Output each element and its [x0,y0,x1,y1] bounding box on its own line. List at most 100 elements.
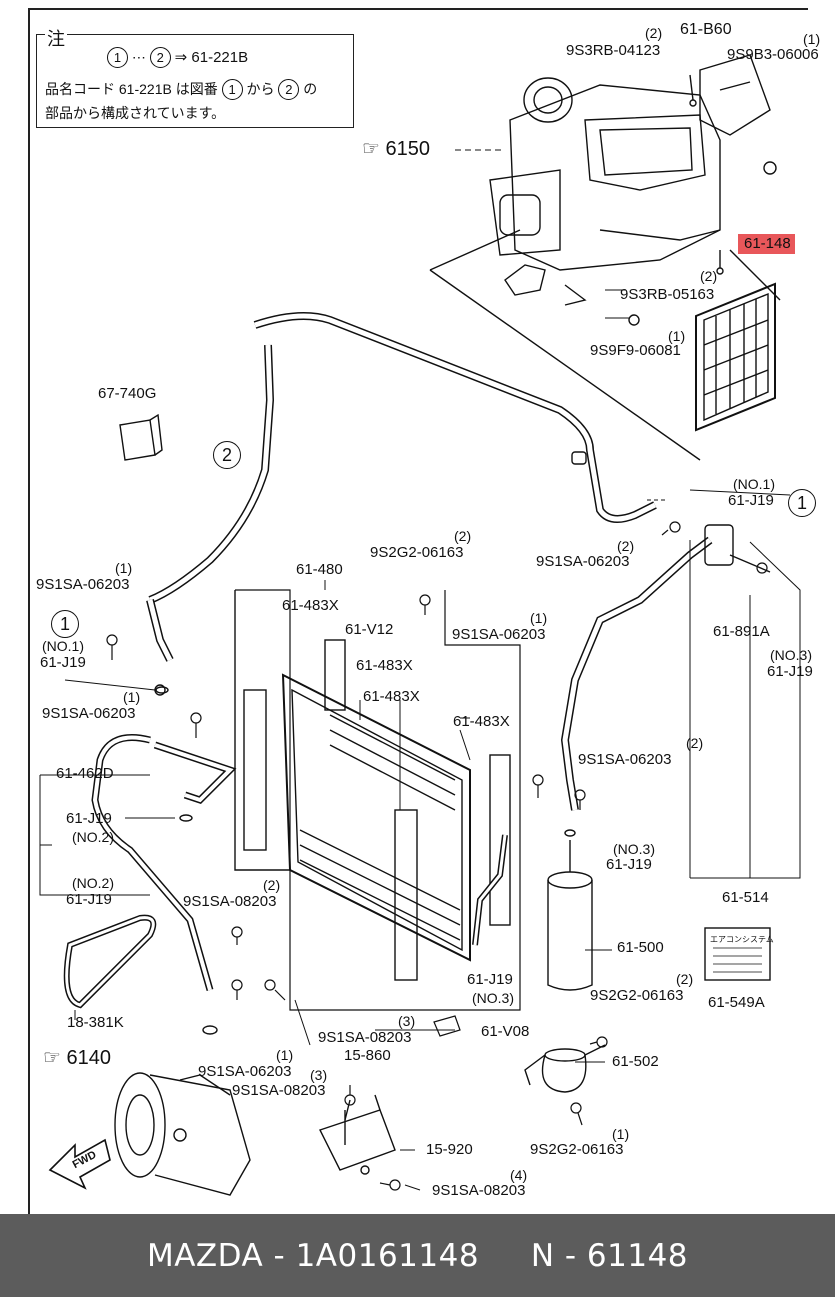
callout-1-left: 1 [51,610,79,638]
note-line2: 品名コード 61-221B は図番 1 から 2 の [45,79,317,100]
qty-9s3rb-05163: (2) [700,268,718,284]
clamp-drawing [524,1044,606,1093]
heater-unit-drawing [429,54,781,461]
label-9s1sa-06203-left: 9S1SA-06203 [36,576,130,593]
note-no3-a: (NO.3) [770,647,812,663]
qty-9s2g2-06163-b: (2) [676,971,694,987]
compressor-drawing [114,1072,251,1196]
callout-1-right: 1 [788,489,816,517]
qty-9s2g2-06163-c: (1) [612,1126,630,1142]
qty-9s1sa-06203-rr: (2) [686,735,704,751]
label-61-j19-a: 61-J19 [728,492,774,509]
label-9s1sa-08203-b: 9S1SA-08203 [318,1029,412,1046]
leader-lines [39,149,801,1191]
qty-9s1sa-06203-lower-left: (1) [123,689,141,705]
label-61-j19-f: 61-J19 [66,891,112,908]
callout-2-upper-pipe: 2 [213,441,241,469]
label-61-j19-g: 61-J19 [467,971,513,988]
label-61-483x-c: 61-483X [363,688,420,705]
label-9s1sa-06203-mid: 9S1SA-06203 [452,626,546,643]
label-61-891a: 61-891A [713,623,770,640]
bolts [106,521,768,1191]
label-61-483x-d: 61-483X [453,713,510,730]
label-61-500: 61-500 [617,939,664,956]
label-61-j19-b: 61-J19 [40,654,86,671]
note-box: 注 1 ⋯ 2 ⇒ 61-221B 品名コード 61-221B は図番 1 から… [36,25,354,128]
qty-9s1sa-08203-a: (2) [263,877,281,893]
note-line2-circle-2: 2 [278,79,300,100]
note-line2-circle-1: 1 [221,79,243,100]
note-line2-b: から [246,81,275,97]
right-pipe-drawing [472,524,771,946]
label-61-148-highlighted[interactable]: 61-148 [738,234,795,254]
label-9s9b3-06006: 9S9B3-06006 [727,46,819,63]
note-no1-b: (NO.1) [42,638,84,654]
qty-9s9f9-06081: (1) [668,328,686,344]
left-hose-drawing [91,686,237,1035]
qty-9s1sa-08203-d: (4) [510,1167,528,1183]
aircon-label-drawing [704,927,771,981]
label-61-502: 61-502 [612,1053,659,1070]
label-9s3rb-04123: 9S3RB-04123 [566,42,661,59]
bracket-drawing [319,1094,396,1175]
diagram-lineart [39,54,801,1196]
label-61-480: 61-480 [296,561,343,578]
condenser-drawing [234,589,521,1011]
label-9s2g2-06163-a: 9S2G2-06163 [370,544,464,561]
diagram-frame [28,8,808,1216]
label-61-j19-e: 61-J19 [606,856,652,873]
note-dots: ⋯ [131,49,146,65]
note-no3-b: (NO.3) [613,841,655,857]
ref-6150: ☞ 6150 [362,138,431,160]
receiver-drier-drawing [547,829,593,991]
qty-9s9b3-06006: (1) [803,31,821,47]
label-61-549a: 61-549A [708,994,765,1011]
label-9s1sa-06203-rr: 9S1SA-06203 [578,751,672,768]
qty-9s1sa-06203-left: (1) [115,560,133,576]
label-9s1sa-08203-c: 9S1SA-08203 [232,1082,326,1099]
label-9s1sa-06203-lower-left: 9S1SA-06203 [42,705,136,722]
footer-part-number-bar: MAZDA - 1A0161148 N - 61148 [0,1214,835,1297]
label-9s9f9-06081: 9S9F9-06081 [590,342,681,359]
note-arrow-ref: ⇒ 61-221B [174,49,249,66]
qty-9s1sa-06203-right: (2) [617,538,635,554]
qty-9s1sa-06203-mid: (1) [530,610,548,626]
hand-pointer-icon-2: ☞ [43,1047,61,1069]
label-15-920: 15-920 [426,1141,473,1158]
note-line1: 1 ⋯ 2 ⇒ 61-221B [107,47,248,68]
qty-9s1sa-08203-c: (3) [310,1067,328,1083]
label-67-740g: 67-740G [98,385,157,402]
note-line3: 部品から構成されています。 [45,105,226,121]
label-61-v08: 61-V08 [481,1023,530,1040]
note-line2-c: の [303,81,318,97]
ref-6150-text: 6150 [385,138,431,160]
qty-9s1sa-08203-b: (3) [398,1013,416,1029]
label-9s3rb-05163: 9S3RB-05163 [620,286,715,303]
label-61-v12: 61-V12 [345,621,394,638]
ref-6140: ☞ 6140 [43,1047,111,1069]
cabin-filter-drawing [695,282,776,432]
label-61-483x-b: 61-483X [356,657,413,674]
label-9s1sa-06203-right: 9S1SA-06203 [536,553,630,570]
note-no3-c: (NO.3) [472,990,514,1006]
note-no1-a: (NO.1) [733,476,775,492]
label-aircon-system: エアコンシステム [710,935,774,944]
label-9s2g2-06163-c: 9S2G2-06163 [530,1141,624,1158]
relay-drawing [119,413,163,461]
label-9s1sa-08203-d: 9S1SA-08203 [432,1182,526,1199]
label-61-j19-c: 61-J19 [767,663,813,680]
label-9s1sa-06203-bottom: 9S1SA-06203 [198,1063,292,1080]
label-61-514: 61-514 [722,889,769,906]
qty-9s2g2-06163-a: (2) [454,528,472,544]
note-title: 注 [45,25,67,51]
fwd-arrow-drawing [48,1138,111,1190]
upper-pipe-drawing [146,312,657,696]
hand-pointer-icon: ☞ [362,138,380,160]
note-no2-a: (NO.2) [72,829,114,845]
note-line2-a: 品名コード 61-221B は図番 [45,81,218,97]
label-61-j19-d: 61-J19 [66,810,112,827]
note-no2-b: (NO.2) [72,875,114,891]
note-circle-1: 1 [107,47,128,68]
footer-text: MAZDA - 1A0161148 N - 61148 [146,1237,689,1274]
